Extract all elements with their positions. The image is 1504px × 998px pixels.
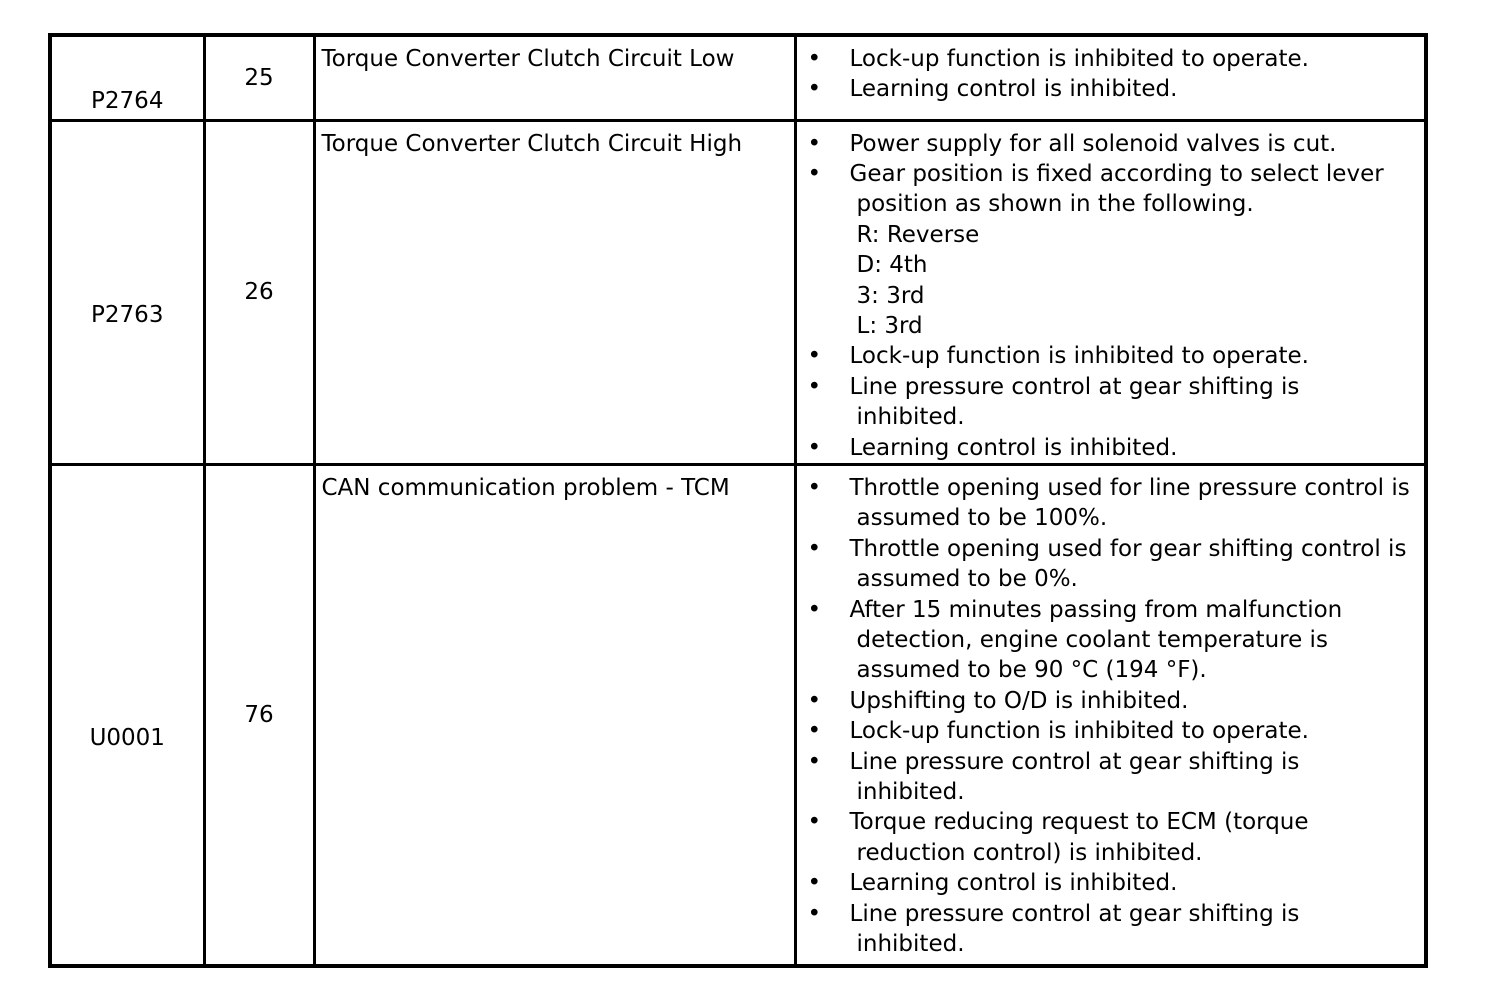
effect-text: Gear position is fixed according to sele… bbox=[849, 160, 1384, 218]
dtc-code: P2763 bbox=[91, 302, 164, 329]
bullet-icon: • bbox=[807, 748, 822, 775]
effect-item: • Lock-up function is inhibited to opera… bbox=[808, 716, 1415, 746]
gear-position-line: D: 4th bbox=[856, 252, 928, 279]
dtc-code: U0001 bbox=[89, 725, 165, 752]
bullet-icon: • bbox=[807, 160, 822, 187]
flash-code-cell: 76 bbox=[202, 462, 316, 968]
bullet-icon: • bbox=[807, 809, 822, 836]
bullet-icon: • bbox=[807, 434, 822, 461]
dtc-code-cell: P2764 bbox=[48, 33, 206, 122]
flash-code: 26 bbox=[244, 279, 274, 306]
bullet-icon: • bbox=[807, 900, 822, 927]
effect-item: • Learning control is inhibited. bbox=[808, 74, 1415, 104]
effect-text: Lock-up function is inhibited to operate… bbox=[849, 46, 1309, 72]
bullet-icon: • bbox=[807, 474, 822, 501]
effects-cell: • Lock-up function is inhibited to opera… bbox=[793, 33, 1428, 122]
bullet-icon: • bbox=[807, 343, 822, 370]
bullet-icon: • bbox=[807, 46, 822, 72]
dtc-description: Torque Converter Clutch Circuit Low bbox=[321, 46, 735, 72]
effect-text: Throttle opening used for gear shifting … bbox=[849, 535, 1407, 593]
effect-text: Lock-up function is inhibited to operate… bbox=[849, 343, 1309, 370]
effect-text: Throttle opening used for line pressure … bbox=[849, 474, 1410, 532]
gear-position-line: R: Reverse bbox=[856, 221, 980, 248]
table-row-p2764: P2764 25 Torque Converter Clutch Circuit… bbox=[48, 33, 1428, 122]
effect-text: Learning control is inhibited. bbox=[849, 434, 1178, 461]
effect-item: • Throttle opening used for line pressur… bbox=[808, 473, 1415, 534]
effect-item: • Line pressure control at gear shifting… bbox=[808, 899, 1415, 960]
flash-code-cell: 26 bbox=[202, 118, 316, 466]
flash-code-cell: 25 bbox=[202, 33, 316, 122]
description-cell: Torque Converter Clutch Circuit High bbox=[312, 118, 797, 466]
bullet-icon: • bbox=[807, 130, 822, 157]
bullet-icon: • bbox=[807, 596, 822, 623]
bullet-icon: • bbox=[807, 870, 822, 897]
flash-code: 76 bbox=[244, 702, 274, 729]
effect-text: Upshifting to O/D is inhibited. bbox=[849, 687, 1189, 714]
effect-text: Learning control is inhibited. bbox=[849, 870, 1178, 897]
description-cell: CAN communication problem - TCM bbox=[312, 462, 797, 968]
dtc-description: Torque Converter Clutch Circuit High bbox=[321, 130, 743, 157]
effect-item: • Torque reducing request to ECM (torque… bbox=[808, 807, 1415, 868]
table-row-p2763: P2763 26 Torque Converter Clutch Circuit… bbox=[48, 118, 1428, 466]
description-cell: Torque Converter Clutch Circuit Low bbox=[312, 33, 797, 122]
effect-item: • Line pressure control at gear shifting… bbox=[808, 372, 1415, 433]
bullet-icon: • bbox=[807, 76, 822, 103]
effect-item: • Lock-up function is inhibited to opera… bbox=[808, 341, 1415, 371]
effect-text: Line pressure control at gear shifting i… bbox=[849, 900, 1300, 958]
effect-item: • Power supply for all solenoid valves i… bbox=[808, 129, 1415, 159]
dtc-code-cell: U0001 bbox=[48, 462, 206, 968]
effect-text: Lock-up function is inhibited to operate… bbox=[849, 718, 1309, 745]
gear-position-line: L: 3rd bbox=[856, 312, 923, 339]
effect-item: • Learning control is inhibited. bbox=[807, 433, 1415, 462]
effect-item: • Learning control is inhibited. bbox=[808, 868, 1415, 898]
dtc-code: P2764 bbox=[91, 87, 164, 114]
dtc-table: P2764 25 Torque Converter Clutch Circuit… bbox=[48, 33, 1428, 969]
effect-text: Line pressure control at gear shifting i… bbox=[849, 748, 1300, 806]
effect-item: • Throttle opening used for gear shiftin… bbox=[808, 534, 1415, 595]
table-row-u0001: U0001 76 CAN communication problem - TCM… bbox=[48, 462, 1428, 968]
effect-text: After 15 minutes passing from malfunctio… bbox=[849, 596, 1343, 684]
effect-item: • After 15 minutes passing from malfunct… bbox=[808, 595, 1415, 686]
dtc-code-cell: P2763 bbox=[48, 118, 206, 466]
effect-text: Torque reducing request to ECM (torque r… bbox=[849, 809, 1309, 866]
effect-item: • Upshifting to O/D is inhibited. bbox=[808, 686, 1415, 716]
effect-item: • Gear position is fixed according to se… bbox=[808, 159, 1415, 341]
effect-text: Learning control is inhibited. bbox=[849, 76, 1178, 103]
effect-item: • Lock-up function is inhibited to opera… bbox=[808, 44, 1415, 74]
bullet-icon: • bbox=[807, 373, 822, 400]
gear-position-line: 3: 3rd bbox=[856, 282, 925, 309]
effects-cell: • Power supply for all solenoid valves i… bbox=[793, 118, 1428, 466]
dtc-description: CAN communication problem - TCM bbox=[321, 474, 730, 501]
effects-cell: • Throttle opening used for line pressur… bbox=[793, 462, 1428, 968]
bullet-icon: • bbox=[807, 687, 822, 714]
bullet-icon: • bbox=[807, 718, 822, 745]
effect-text: Line pressure control at gear shifting i… bbox=[849, 373, 1300, 431]
effect-item: • Line pressure control at gear shifting… bbox=[808, 747, 1415, 808]
bullet-icon: • bbox=[807, 535, 822, 562]
effect-text: Power supply for all solenoid valves is … bbox=[849, 130, 1337, 157]
flash-code: 25 bbox=[244, 64, 274, 91]
